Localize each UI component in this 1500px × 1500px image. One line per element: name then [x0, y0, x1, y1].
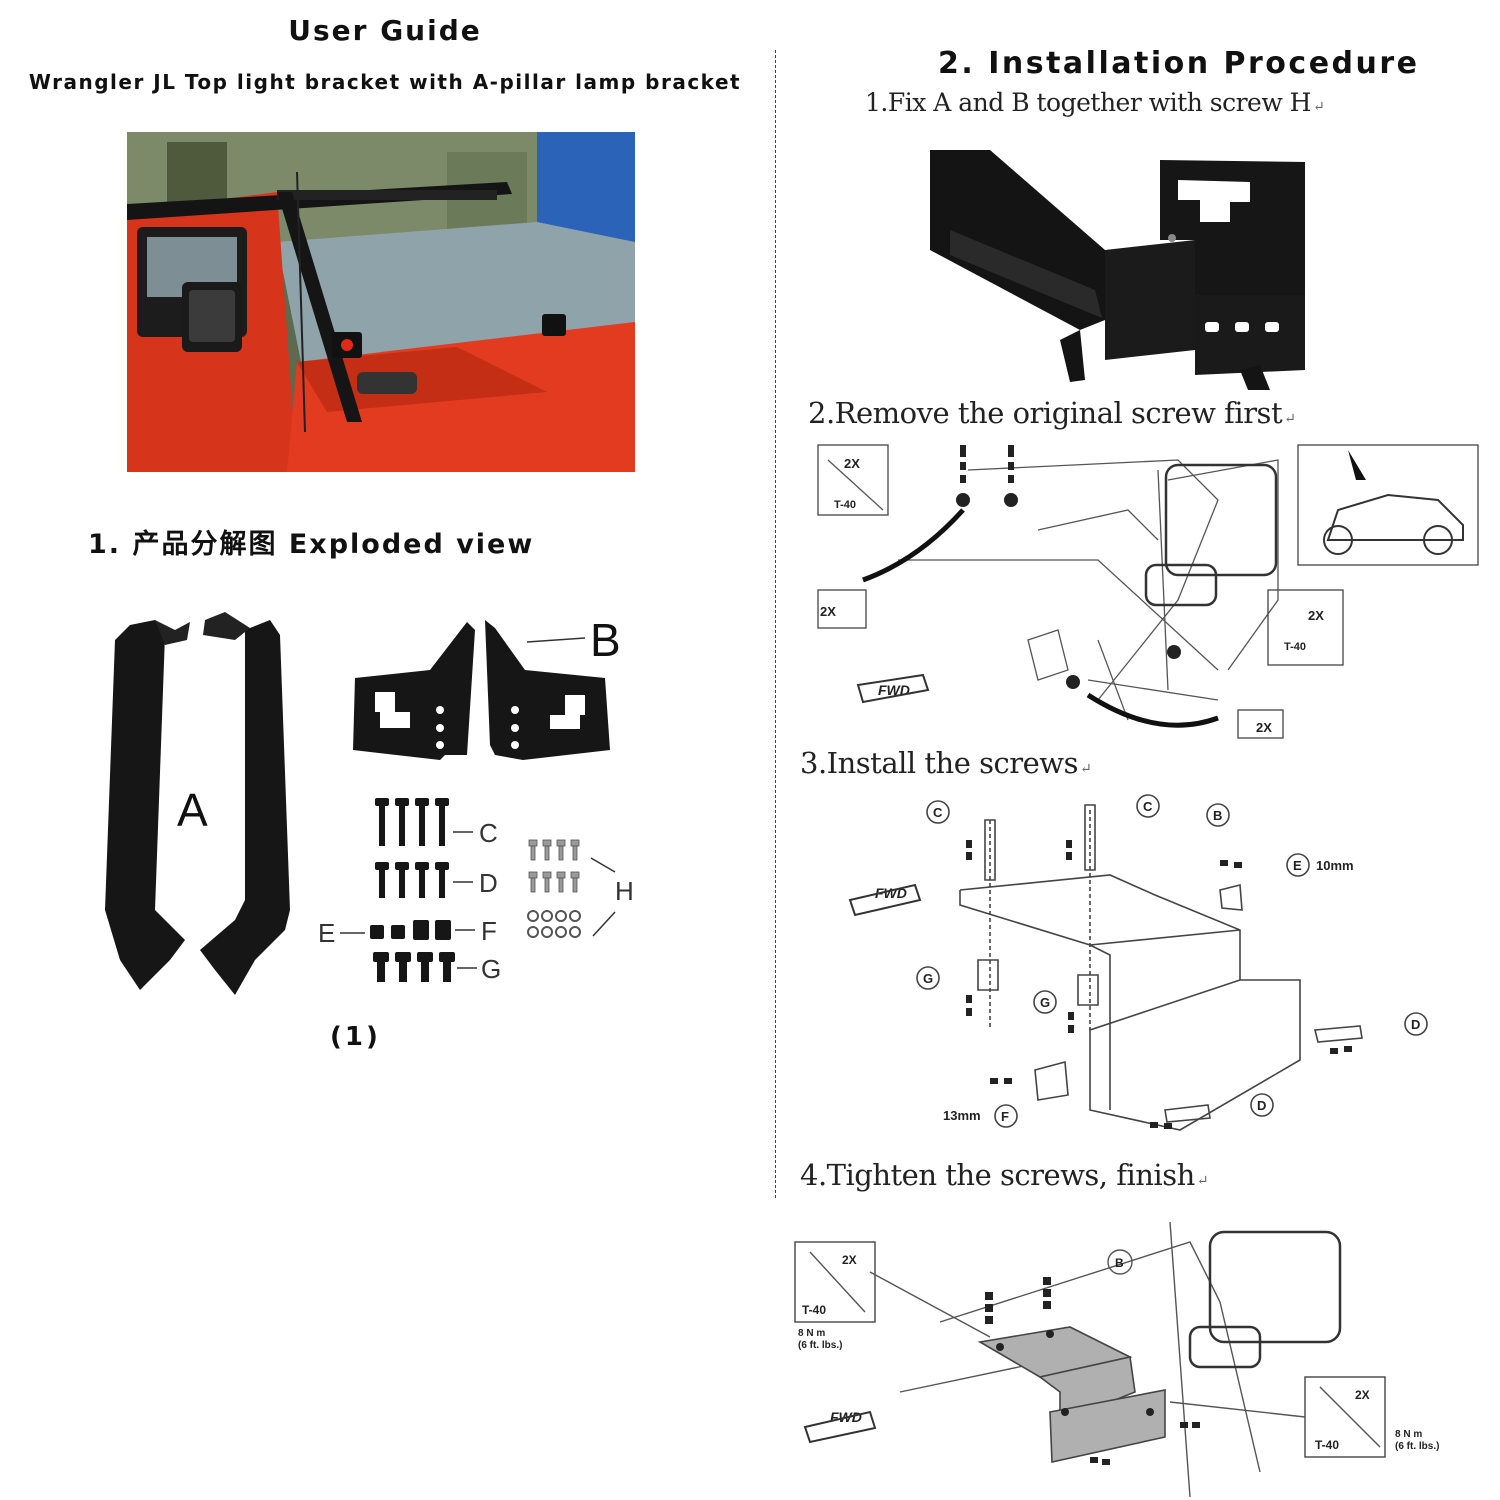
step-2-label: 2.Remove the original screw first	[808, 396, 1283, 430]
step-3-diagram: C C B E 10mm G G 13mm F D D FWD	[848, 794, 1428, 1131]
callout-d: D	[1257, 1098, 1266, 1113]
step-1-text: 1.Fix A and B together with screw H↵	[865, 88, 1325, 117]
part-label-e: E	[318, 918, 335, 948]
return-mark: ↵	[1079, 761, 1092, 777]
step-4-diagram: 2X T-40 8 N m (6 ft. lbs.) 2X T-40 8 N m…	[794, 1222, 1439, 1497]
step-4-text: 4.Tighten the screws, finish↵	[800, 1158, 1209, 1192]
callout-e: E	[1293, 858, 1302, 873]
size-10mm: 10mm	[1316, 858, 1354, 873]
step-3-text: 3.Install the screws↵	[800, 746, 1092, 780]
torx-label: T-40	[834, 499, 856, 511]
step-3-label: 3.Install the screws	[800, 746, 1078, 780]
torx-label: T-40	[1315, 1438, 1339, 1452]
step-2-diagram: 2X T-40 2X T-40 2X 2X FWD	[817, 444, 1479, 739]
callout-g: G	[923, 971, 933, 986]
return-mark: ↵	[1284, 411, 1296, 427]
step-4-label: 4.Tighten the screws, finish	[800, 1158, 1195, 1192]
qty-2x-label: 2X	[820, 604, 836, 619]
callout-c: C	[1143, 799, 1153, 814]
size-13mm: 13mm	[943, 1108, 981, 1123]
guide-subtitle: Wrangler JL Top light bracket with A-pil…	[28, 70, 742, 94]
step-2-text: 2.Remove the original screw first↵	[808, 396, 1296, 430]
exploded-view-diagram: A B C D E F G	[105, 612, 634, 995]
return-mark: ↵	[1196, 1173, 1209, 1189]
guide-title: User Guide	[288, 14, 482, 47]
callout-c: C	[933, 805, 943, 820]
torque-nm: 8 N m	[798, 1328, 825, 1339]
torque-nm: 8 N m	[1395, 1429, 1422, 1440]
callout-b: B	[1213, 808, 1222, 823]
qty-2x-label: 2X	[842, 1253, 857, 1267]
part-label-d: D	[479, 868, 498, 898]
callout-f: F	[1001, 1109, 1009, 1124]
callout-d: D	[1411, 1017, 1420, 1032]
part-label-h: H	[615, 876, 634, 906]
return-mark: ↵	[1312, 99, 1325, 115]
exploded-view-title: 1. 产品分解图 Exploded view	[88, 529, 535, 560]
part-label-c: C	[479, 818, 498, 848]
product-photo	[127, 132, 635, 472]
qty-2x-label: 2X	[1308, 608, 1324, 623]
column-divider	[775, 50, 776, 1198]
torx-label: T-40	[1284, 641, 1306, 653]
callout-b: B	[1115, 1256, 1124, 1270]
part-label-b: B	[590, 614, 621, 666]
qty-2x-label: 2X	[844, 456, 860, 471]
part-label-a: A	[177, 784, 208, 836]
torx-label: T-40	[802, 1303, 826, 1317]
torque-lbs: (6 ft. lbs.)	[798, 1340, 842, 1351]
torque-lbs: (6 ft. lbs.)	[1395, 1441, 1439, 1452]
callout-g: G	[1040, 995, 1050, 1010]
qty-2x-label: 2X	[1256, 720, 1272, 735]
figure-caption: (1)	[330, 1022, 381, 1052]
part-label-g: G	[481, 954, 501, 984]
installation-title: 2. Installation Procedure	[938, 46, 1420, 81]
qty-2x-label: 2X	[1355, 1388, 1370, 1402]
part-label-f: F	[481, 916, 497, 946]
step-1-diagram	[930, 150, 1305, 390]
step-1-label: 1.Fix A and B together with screw H	[865, 88, 1311, 117]
